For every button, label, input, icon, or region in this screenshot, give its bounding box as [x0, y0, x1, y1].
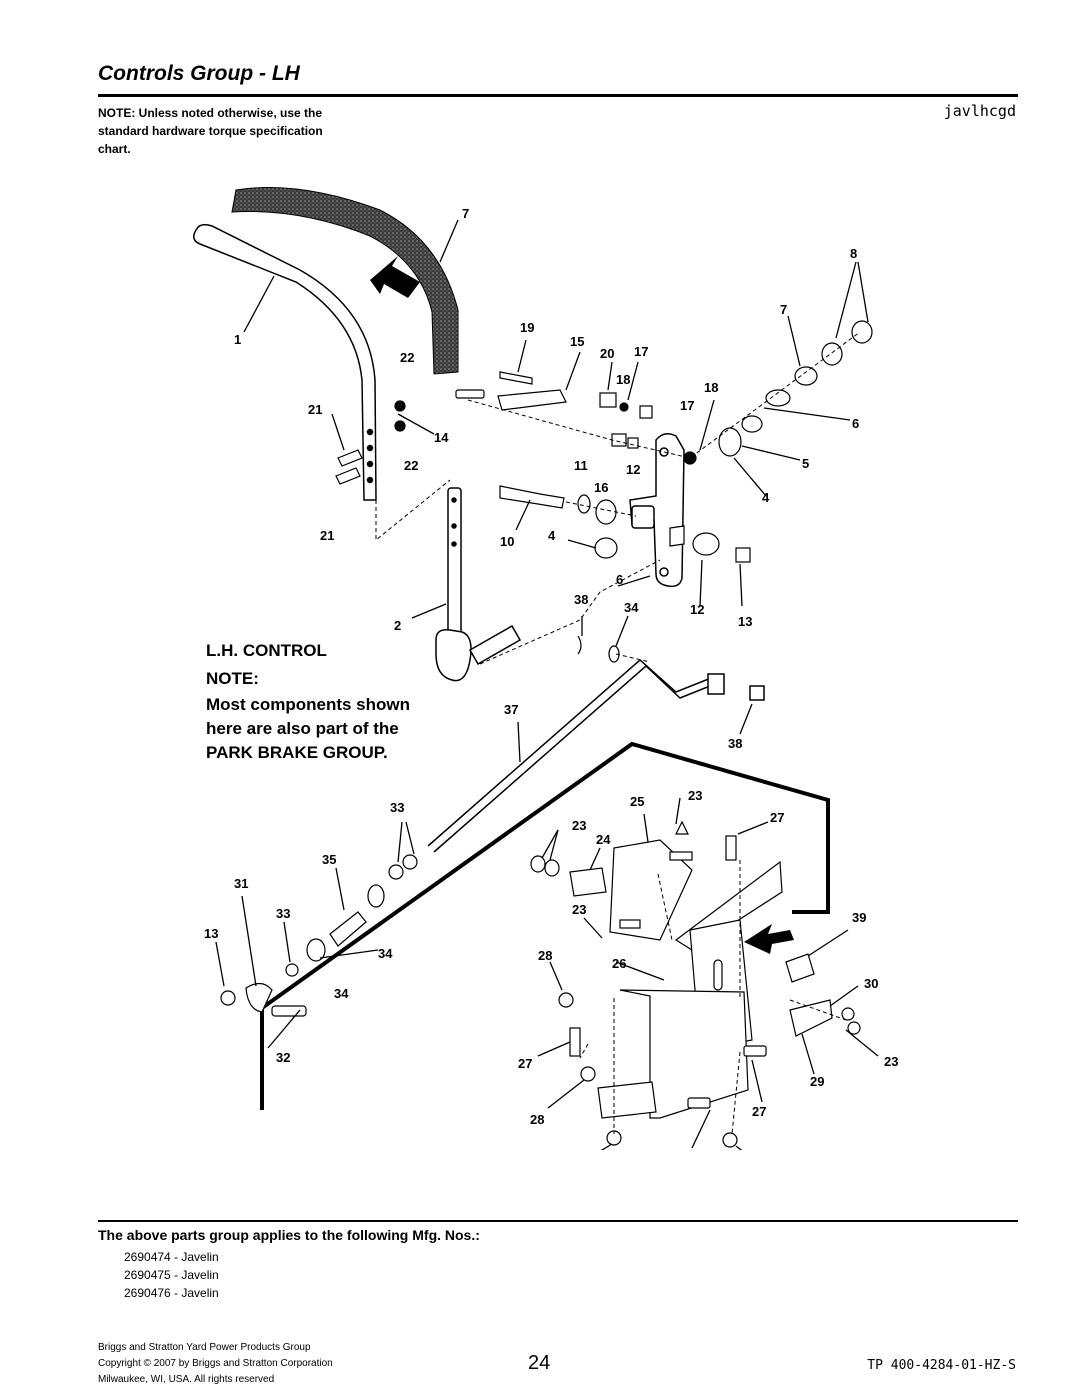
callout-18b: 18 [704, 380, 718, 395]
callout-36: 37 [504, 702, 518, 717]
document-code: TP 400-4284-01-HZ-S [867, 1358, 1016, 1373]
footer-line-3: Milwaukee, WI, USA. All rights reserved [98, 1374, 275, 1385]
callout-22b: 22 [404, 458, 418, 473]
callout-21a: 21 [308, 402, 322, 417]
callout-17b: 17 [680, 398, 694, 413]
footer-line-1: Briggs and Stratton Yard Power Products … [98, 1342, 311, 1353]
callout-31: 31 [234, 876, 248, 891]
callout-22a: 22 [400, 350, 414, 365]
callout-32: 32 [276, 1050, 290, 1065]
model-list: 2690474 - Javelin 2690475 - Javelin 2690… [124, 1248, 219, 1302]
callout-12a: 12 [626, 462, 640, 477]
panel-note: L.H. CONTROL NOTE: Most components shown… [206, 641, 410, 762]
callout-11: 11 [574, 458, 588, 473]
leader-lines [215, 219, 879, 1150]
panel-note-heading: NOTE: [206, 669, 259, 688]
callout-27a: 27 [770, 810, 784, 825]
callout-23a: 23 [688, 788, 702, 803]
callout-4a: 4 [762, 490, 770, 505]
panel-title: L.H. CONTROL [206, 641, 327, 660]
callout-27c: 27 [752, 1104, 766, 1119]
hardware-note: NOTE: Unless noted otherwise, use the st… [98, 106, 323, 156]
callout-4b: 4 [548, 528, 556, 543]
lower-arrow [744, 924, 794, 954]
callout-27d: 27 [680, 1148, 694, 1150]
callout-21b: 21 [320, 528, 334, 543]
callout-1: 1 [234, 332, 241, 347]
panel-note-line-2: here are also part of the [206, 719, 399, 738]
callout-28a: 28 [538, 948, 552, 963]
panel-note-line-1: Most components shown [206, 695, 410, 714]
callout-2: 2 [394, 618, 401, 633]
brake-rod-36 [427, 658, 765, 853]
callout-3: 7 [462, 206, 469, 221]
callout-35: 35 [322, 852, 336, 867]
page-number: 24 [528, 1352, 551, 1374]
callout-16: 16 [594, 480, 608, 495]
direction-arrow [370, 256, 420, 298]
page-title: Controls Group - LH [98, 62, 300, 85]
callout-7: 6 [852, 416, 859, 431]
copyright-footer: Briggs and Stratton Yard Power Products … [98, 1340, 333, 1388]
lower-group-border [260, 741, 830, 1110]
hardware-upper [335, 320, 873, 485]
callout-18a: 18 [616, 372, 630, 387]
callout-19: 19 [520, 320, 534, 335]
callout-20: 20 [600, 346, 614, 361]
callout-34b: 34 [378, 946, 393, 961]
callout-8: 7 [780, 302, 787, 317]
callout-25: 25 [630, 794, 644, 809]
callout-29: 29 [810, 1074, 824, 1089]
dashed-assembly-lines [375, 331, 861, 1135]
callout-39: 39 [852, 910, 866, 925]
callout-10: 10 [500, 534, 514, 549]
applies-heading: The above parts group applies to the fol… [98, 1227, 480, 1243]
callout-13b: 13 [204, 926, 218, 941]
callout-24: 24 [596, 832, 611, 847]
callout-28b: 28 [530, 1112, 544, 1127]
callout-38: 38 [574, 592, 588, 607]
callout-12b: 12 [690, 602, 704, 617]
callout-17a: 17 [634, 344, 648, 359]
callout-14: 14 [434, 430, 449, 445]
callout-33b: 33 [276, 906, 290, 921]
callout-30: 30 [864, 976, 878, 991]
header-rule [98, 94, 1018, 97]
group-code: javlhcgd [943, 102, 1016, 120]
callout-15: 15 [570, 334, 584, 349]
callout-5: 6 [616, 572, 623, 587]
callout-23b: 23 [572, 818, 586, 833]
callout-6: 5 [802, 456, 809, 471]
callout-23d: 23 [884, 1054, 898, 1069]
callout-9: 8 [850, 246, 857, 261]
pivot-bracket-5 [629, 433, 685, 588]
callout-26: 26 [612, 956, 626, 971]
footer-line-2: Copyright © 2007 by Briggs and Stratton … [98, 1358, 333, 1369]
footer-rule [98, 1220, 1018, 1222]
callout-37: 38 [728, 736, 742, 751]
callout-13a: 13 [738, 614, 752, 629]
model-item: 2690474 - Javelin [124, 1250, 219, 1264]
lower-parts [220, 820, 861, 1148]
panel-note-line-3: PARK BRAKE GROUP. [206, 743, 388, 762]
callout-33a: 33 [390, 800, 404, 815]
callout-23c: 23 [572, 902, 586, 917]
model-item: 2690476 - Javelin [124, 1286, 219, 1300]
callout-34a: 34 [624, 600, 639, 615]
exploded-parts-diagram: 7 1 19 15 20 17 18 18 17 8 7 6 5 4 22 21… [193, 187, 898, 1150]
callout-27b: 27 [518, 1056, 532, 1071]
model-item: 2690475 - Javelin [124, 1268, 219, 1282]
foam-grip-3 [231, 187, 459, 375]
hardware-middle [499, 485, 751, 663]
callout-numbers: 7 1 19 15 20 17 18 18 17 8 7 6 5 4 22 21… [204, 206, 898, 1150]
control-rod-2 [435, 487, 522, 682]
callout-34c: 34 [334, 986, 349, 1001]
